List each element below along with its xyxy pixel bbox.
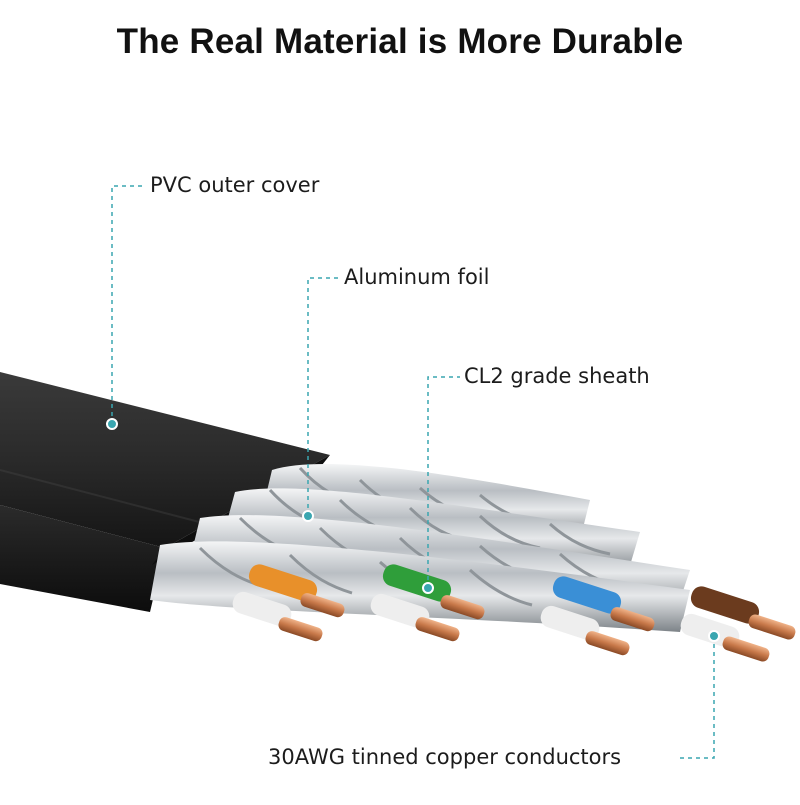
sheath-dot [422,582,434,594]
conductors [232,564,796,662]
pvc-leader [111,185,146,424]
page-title: The Real Material is More Durable [116,22,684,61]
pvc-label: PVC outer cover [150,173,320,197]
sheath-leader [427,376,460,588]
callout-dots [106,418,720,642]
conductors-label: 30AWG tinned copper conductors [268,745,622,769]
foil-dot [302,510,314,522]
callout-leaders [111,185,715,759]
foil-leader [307,277,340,516]
pvc-dot [106,418,118,430]
conductors-dot [708,630,720,642]
foil-label: Aluminum foil [344,265,490,289]
sheath-label: CL2 grade sheath [464,364,650,388]
conductors-leader [678,636,715,759]
